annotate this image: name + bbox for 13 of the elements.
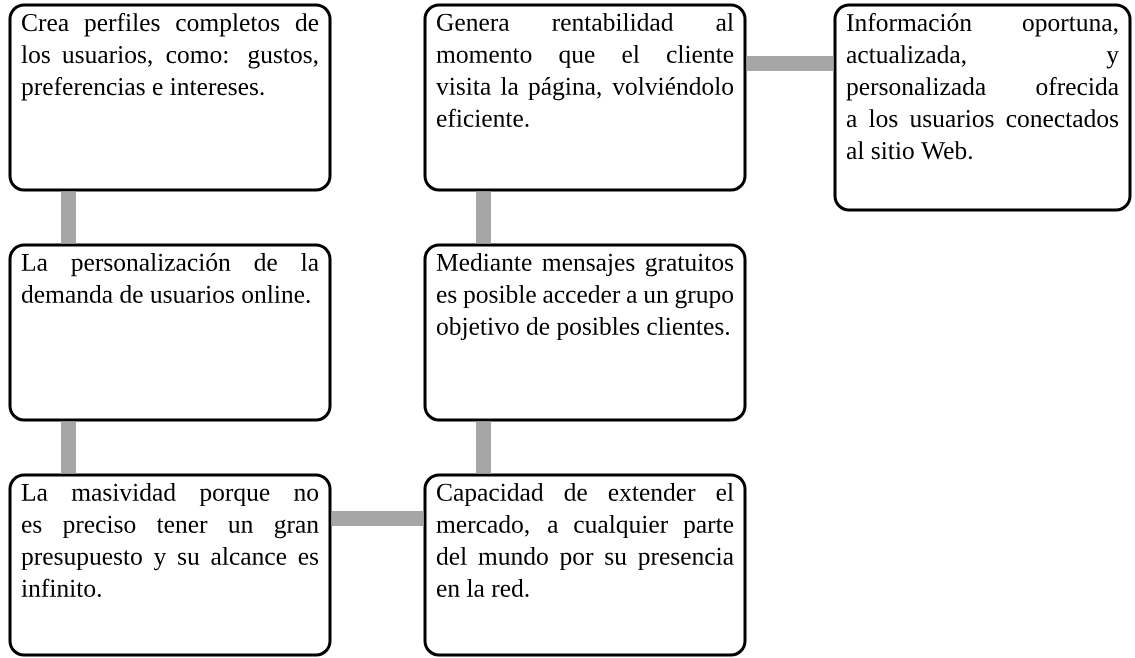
connector-bar [61,191,76,244]
text-box: Genera rentabilidad al momento que el cliente visita la página, volviéndolo eficiente. [423,3,747,192]
connector-bar [61,421,76,474]
connector-bar [331,511,424,526]
text-box: Crea perfiles completos de los usuarios, como: gustos, preferencias e intereses. [8,3,332,192]
text-box: Información oportuna, actualizada, y personalizada ofrecida a los usuarios conectados al sitio Web. [833,3,1132,212]
text-box: Capacidad de extender el mercado, a cualquier parte del mundo por su presencia en la red. [423,473,747,657]
connector-bar [476,421,491,474]
connector-bar [746,56,834,71]
text-box: La masividad porque no es preciso tener un gran presupuesto y su alcance es infinito. [8,473,332,657]
text-box: La personalización de la demanda de usuarios online. [8,243,332,422]
text-box: Mediante mensajes gratuitos es posible acceder a un grupo objetivo de posibles clientes. [423,243,747,422]
connector-bar [476,191,491,244]
